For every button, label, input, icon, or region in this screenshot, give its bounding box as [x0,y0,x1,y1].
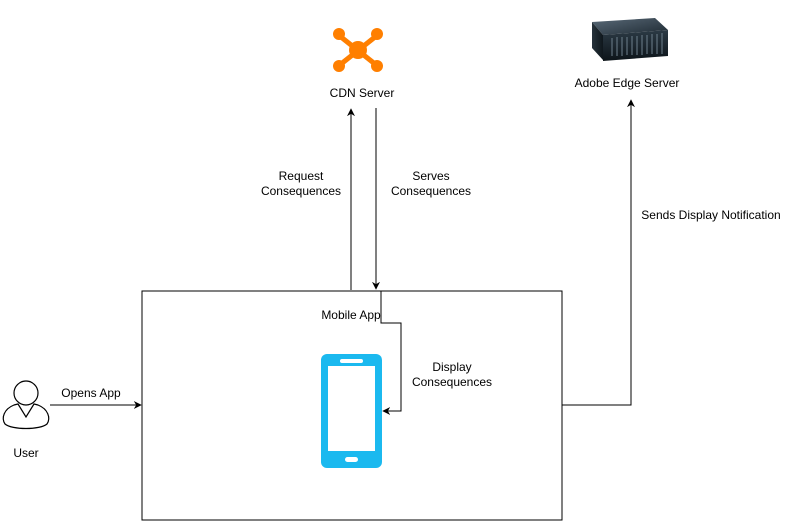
server-icon [592,18,668,61]
opens-app-label: Opens App [61,386,121,400]
edge-server-label: Adobe Edge Server [575,76,680,90]
display-label-line1: Display [432,360,471,374]
display-label-line2: Consequences [412,375,492,389]
serves-label-line2: Consequences [391,184,471,198]
sends-notification-label: Sends Display Notification [641,208,780,222]
display-consequences-edge [380,291,402,415]
user-icon [2,380,50,430]
network-hub-icon [333,28,383,72]
smartphone-icon [321,354,382,468]
request-label-line2: Consequences [261,184,341,198]
user-label: User [13,446,38,460]
serves-label-line1: Serves [412,169,449,183]
mobile-app-label: Mobile App [321,308,381,322]
sends-notification-edge [562,99,635,406]
cdn-server-label: CDN Server [330,86,395,100]
request-label-line1: Request [279,169,324,183]
